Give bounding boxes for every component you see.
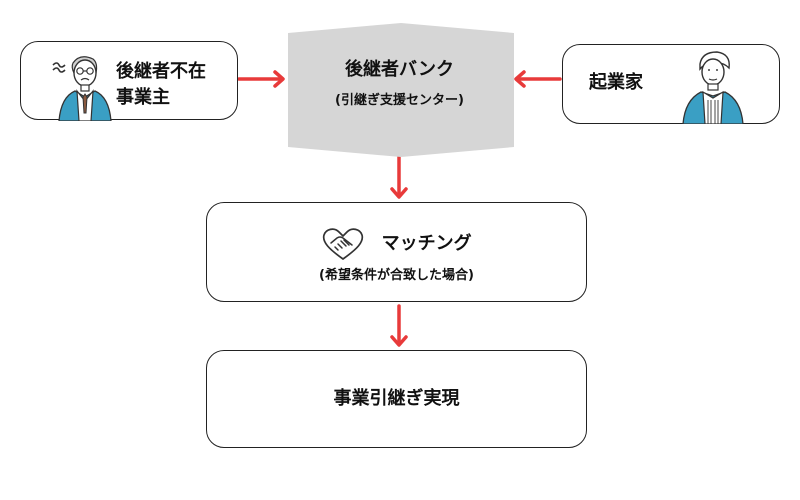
owner-label-line1: 後継者不在 xyxy=(116,61,206,82)
owner-label-line2: 事業主 xyxy=(116,87,170,108)
matching-box: マッチング (希望条件が合致した場合) xyxy=(206,202,587,302)
owner-box: 後継者不在 事業主 xyxy=(20,41,238,121)
bank-title: 後継者バンク xyxy=(345,59,454,80)
handshake-heart-icon xyxy=(323,228,364,260)
bank-shape xyxy=(288,23,514,157)
arrow-founder-to-bank-head xyxy=(514,70,526,88)
matching-subtitle: (希望条件が合致した場合) xyxy=(319,268,474,283)
young-businessman-icon xyxy=(682,51,744,124)
arrow-owner-to-bank-head xyxy=(273,70,285,88)
result-label: 事業引継ぎ実現 xyxy=(333,388,460,409)
arrow-matching-to-result-head xyxy=(390,335,408,347)
worried-elderly-man-icon xyxy=(52,56,112,121)
bank-subtitle: (引継ぎ支援センター) xyxy=(335,93,464,108)
matching-title: マッチング xyxy=(381,233,472,254)
founder-box: 起業家 xyxy=(562,44,780,124)
result-box: 事業引継ぎ実現 xyxy=(206,350,587,448)
founder-label: 起業家 xyxy=(589,72,643,93)
arrow-bank-to-matching-head xyxy=(390,187,408,199)
